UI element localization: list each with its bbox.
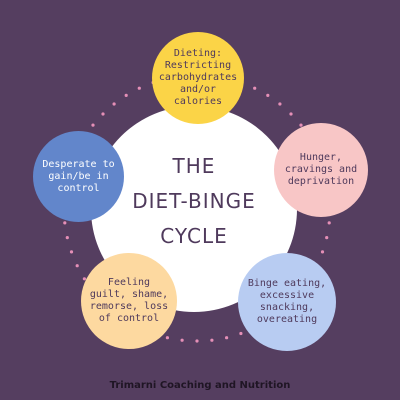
stage-hunger-label: Hunger, cravings and deprivation xyxy=(284,152,358,187)
stage-binge-eating-label: Binge eating, excessive snacking, overea… xyxy=(247,278,327,325)
ring-dot xyxy=(266,93,270,97)
ring-dot xyxy=(320,250,325,254)
ring-dot xyxy=(112,102,116,106)
ring-dot xyxy=(180,338,184,342)
ring-dot xyxy=(137,86,141,90)
ring-dot xyxy=(253,86,257,90)
stage-binge-eating: Binge eating, excessive snacking, overea… xyxy=(238,253,336,351)
title-line-1: THE xyxy=(172,154,216,178)
stage-control: Desperate to gain/be in control xyxy=(33,131,124,222)
stage-guilt-label: Feeling guilt, shame, remorse, loss of c… xyxy=(89,277,169,324)
ring-dot xyxy=(210,338,214,342)
stage-guilt: Feeling guilt, shame, remorse, loss of c… xyxy=(81,253,177,349)
ring-dot xyxy=(327,221,331,225)
ring-dot xyxy=(63,221,67,225)
footer-credit: Trimarni Coaching and Nutrition xyxy=(109,380,291,391)
stage-dieting-label: Dieting: Restricting carbohydrates and/o… xyxy=(158,48,238,107)
ring-dot xyxy=(69,250,74,254)
ring-dot xyxy=(225,336,229,340)
ring-dot xyxy=(91,123,95,127)
stage-dieting: Dieting: Restricting carbohydrates and/o… xyxy=(152,32,244,124)
ring-dot xyxy=(101,112,105,116)
ring-dot xyxy=(124,93,128,97)
stage-hunger: Hunger, cravings and deprivation xyxy=(274,123,368,217)
ring-dot xyxy=(165,336,169,340)
title-line-2: DIET-BINGE xyxy=(132,189,256,213)
title-line-3: CYCLE xyxy=(160,224,228,248)
ring-dot xyxy=(239,331,243,336)
ring-dot xyxy=(195,339,199,343)
stage-control-label: Desperate to gain/be in control xyxy=(42,158,115,194)
ring-dot xyxy=(278,102,282,106)
ring-dot xyxy=(65,236,69,240)
ring-dot xyxy=(289,112,293,116)
ring-dot xyxy=(75,264,79,268)
ring-dot xyxy=(325,236,329,240)
